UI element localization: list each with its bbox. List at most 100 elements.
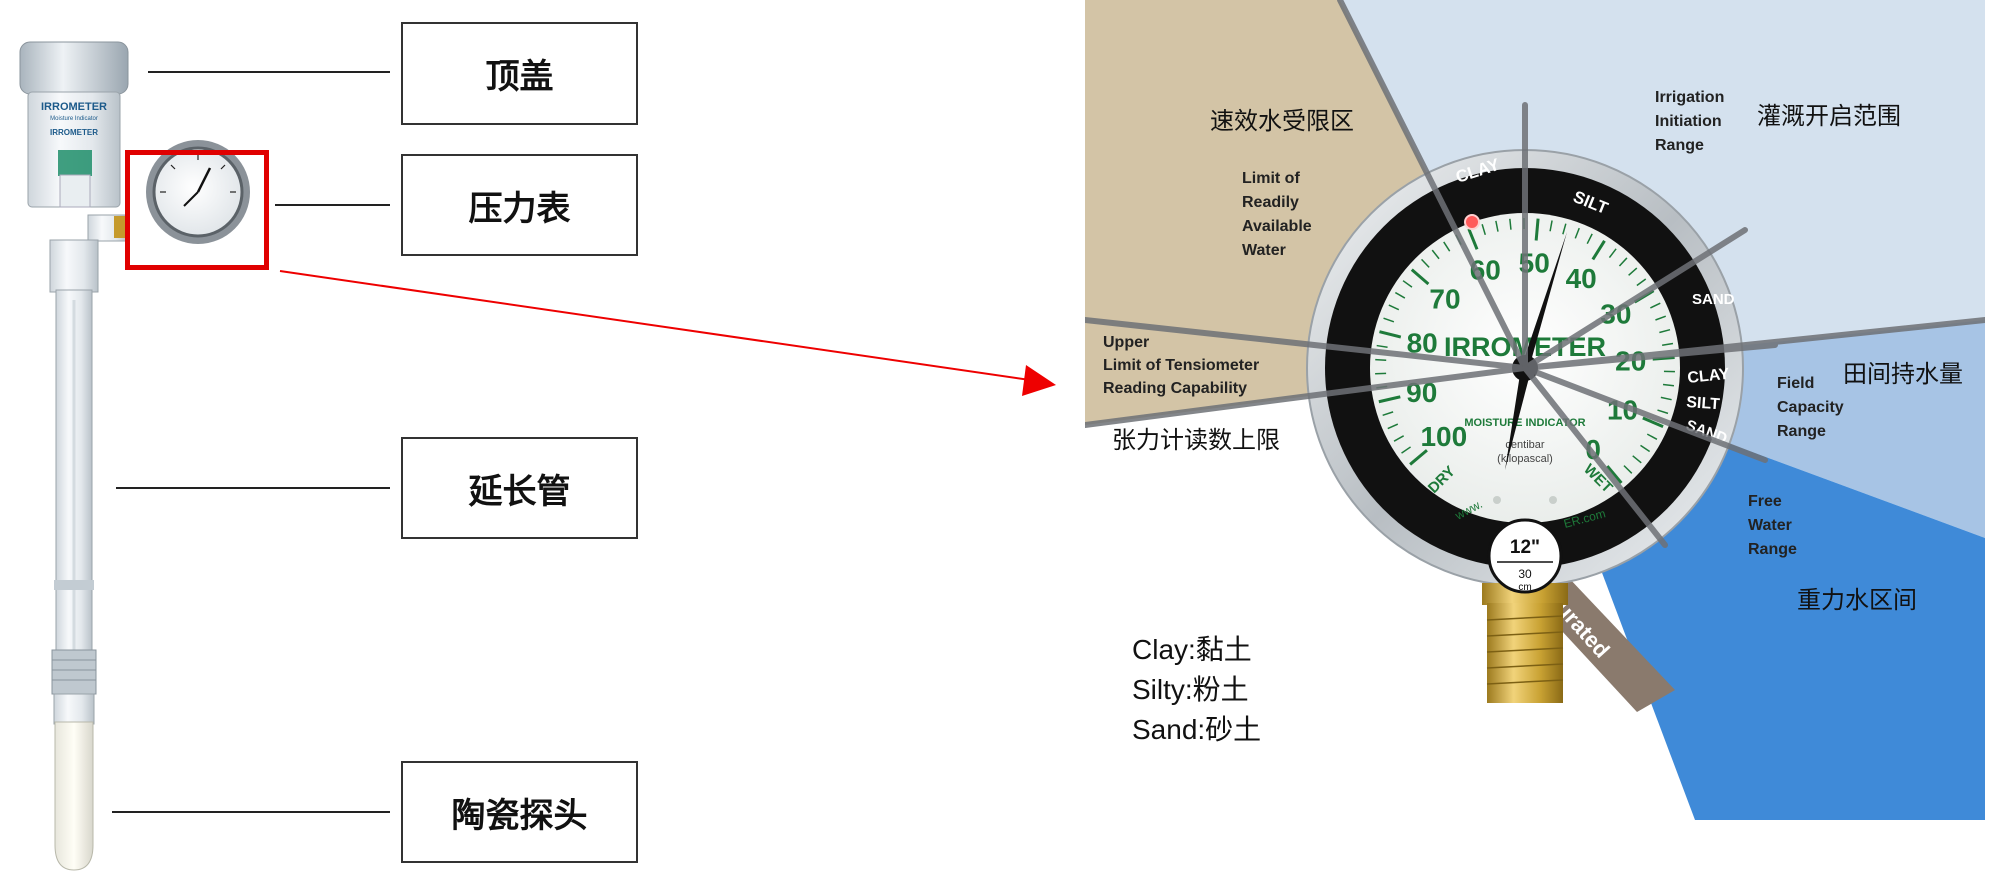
dial-needle-tail xyxy=(1505,368,1531,470)
limit-readily-line2: Readily xyxy=(1242,194,1299,211)
gauge-highlight-box xyxy=(125,150,269,270)
dial-tick xyxy=(1410,268,1430,286)
bezel-clay-right: CLAY xyxy=(1687,366,1731,387)
tensiometer-device: IRROMETER Moisture Indicator IRROMETER xyxy=(19,41,250,871)
legend-sand: Sand:砂土 xyxy=(1132,714,1262,745)
dial-tick xyxy=(1375,358,1387,361)
dial-tick xyxy=(1401,446,1412,454)
dial-tick xyxy=(1379,330,1402,339)
dial-numerals: 0102030405060708090100 xyxy=(1406,247,1646,465)
upper-limit-line1: Upper xyxy=(1103,334,1149,351)
leader-tube xyxy=(116,487,390,489)
extension-tube-body xyxy=(49,239,99,293)
field-capacity-line1: Field xyxy=(1777,375,1814,392)
dial-tick xyxy=(1608,248,1617,259)
dial-tick xyxy=(1394,291,1406,299)
cn-field-capacity: 田间持水量 xyxy=(1843,360,1963,388)
free-water-line1: Free xyxy=(1748,493,1782,510)
divider-free-water xyxy=(1522,365,1768,463)
dial-tick xyxy=(1574,227,1580,239)
dial-tick xyxy=(1562,223,1567,235)
irrigation-line1: Irrigation xyxy=(1655,89,1724,106)
brass-fitting xyxy=(1482,583,1568,605)
irrigation-line2: Initiation xyxy=(1655,113,1722,130)
depth-cm-value: 30 xyxy=(1518,567,1532,581)
dial-subtitle: MOISTURE INDICATOR xyxy=(1464,417,1585,429)
dial-tick xyxy=(1640,444,1651,453)
dial-numeral: 40 xyxy=(1566,263,1597,294)
dial-unit-line1: centibar xyxy=(1505,439,1544,451)
cap-brand-text: IRROMETER xyxy=(41,101,107,113)
cn-irrigation-initiation: 灌溉开启范围 xyxy=(1757,102,1901,130)
dial-tick xyxy=(1378,395,1401,404)
cn-limit-readily-available: 速效水受限区 xyxy=(1210,107,1354,135)
dial-tick xyxy=(1650,302,1661,309)
dial-unit-line2: (kilopascal) xyxy=(1497,453,1553,465)
dial-tick xyxy=(1509,218,1512,230)
dial-tick xyxy=(1421,258,1430,268)
red-marker xyxy=(1464,214,1480,230)
dial-tick xyxy=(1591,239,1606,261)
zone-dial-diagram: Saturated 0102030405060708090100 CLAY SI… xyxy=(1085,0,1985,820)
divider-field-capacity-lower xyxy=(1522,342,1778,371)
dial-tick xyxy=(1549,220,1553,232)
dial-tick xyxy=(1495,220,1499,232)
dial-tick xyxy=(1662,342,1674,347)
irrigation-line3: Range xyxy=(1655,137,1704,154)
dial-tick xyxy=(1586,233,1593,245)
dial-tick xyxy=(1662,383,1675,387)
legend-silty: Silty:粉土 xyxy=(1132,674,1249,705)
dial-tick xyxy=(1657,409,1669,415)
dial-numeral: 100 xyxy=(1420,421,1467,452)
dial-tick xyxy=(1467,228,1479,250)
coupling xyxy=(51,649,97,695)
leader-cap xyxy=(148,71,390,73)
leader-probe xyxy=(112,811,390,813)
callout-ceramic-probe: 陶瓷探头 xyxy=(401,761,638,863)
free-water-line3: Range xyxy=(1748,541,1797,558)
dial-tick xyxy=(1376,344,1388,348)
dial-tick xyxy=(1382,411,1394,417)
free-water-line2: Water xyxy=(1748,517,1792,534)
dial-tick xyxy=(1388,304,1400,311)
dial-tick xyxy=(1628,267,1638,276)
cn-upper-limit: 张力计读数上限 xyxy=(1112,426,1280,454)
divider-upper-limit-lower xyxy=(1085,365,1528,428)
dial-tick xyxy=(1383,317,1395,323)
divider-upper-limit xyxy=(1085,317,1528,371)
limit-readily-line4: Water xyxy=(1242,242,1286,259)
dial-tick xyxy=(1632,455,1642,464)
callout-ceramic-probe-label: 陶瓷探头 xyxy=(451,795,588,836)
callout-extension-tube: 延长管 xyxy=(401,437,638,539)
dial-tick xyxy=(1443,241,1451,252)
cap-subtitle-text: Moisture Indicator xyxy=(50,116,98,122)
dial-tick xyxy=(1646,433,1658,441)
upper-limit-line2: Limit of Tensiometer xyxy=(1103,357,1259,374)
callout-cap-label: 顶盖 xyxy=(485,57,554,97)
callout-extension-tube-label: 延长管 xyxy=(468,471,571,512)
bezel-sand-top: SAND xyxy=(1692,291,1735,308)
divider-readily-available xyxy=(1337,0,1528,371)
dial-tick xyxy=(1606,465,1623,484)
dial-ticks xyxy=(1375,217,1675,484)
divider-saturated xyxy=(1522,365,1668,548)
cn-free-water: 重力水区间 xyxy=(1797,586,1917,614)
limit-readily-line1: Limit of xyxy=(1242,170,1300,187)
dial-tick xyxy=(1636,278,1647,287)
depth-badge xyxy=(1487,518,1563,594)
limit-readily-line3: Available xyxy=(1242,218,1312,235)
dial-tick xyxy=(1481,224,1487,236)
legend-clay: Clay:黏土 xyxy=(1132,634,1252,665)
dial-tick xyxy=(1659,328,1671,334)
dial-tick xyxy=(1642,416,1664,428)
dial-numeral: 70 xyxy=(1429,283,1460,314)
depth-inches: 12" xyxy=(1510,537,1540,558)
callout-gauge: 压力表 xyxy=(401,154,638,256)
dial-tick xyxy=(1393,435,1405,442)
depth-cm-unit: cm xyxy=(1518,582,1531,593)
dial-tick xyxy=(1409,449,1428,466)
ceramic-probe-tip xyxy=(54,721,94,871)
dial-needle-main xyxy=(1521,232,1567,368)
body-brand-text: IRROMETER xyxy=(50,128,98,137)
dial-tick xyxy=(1402,280,1413,288)
